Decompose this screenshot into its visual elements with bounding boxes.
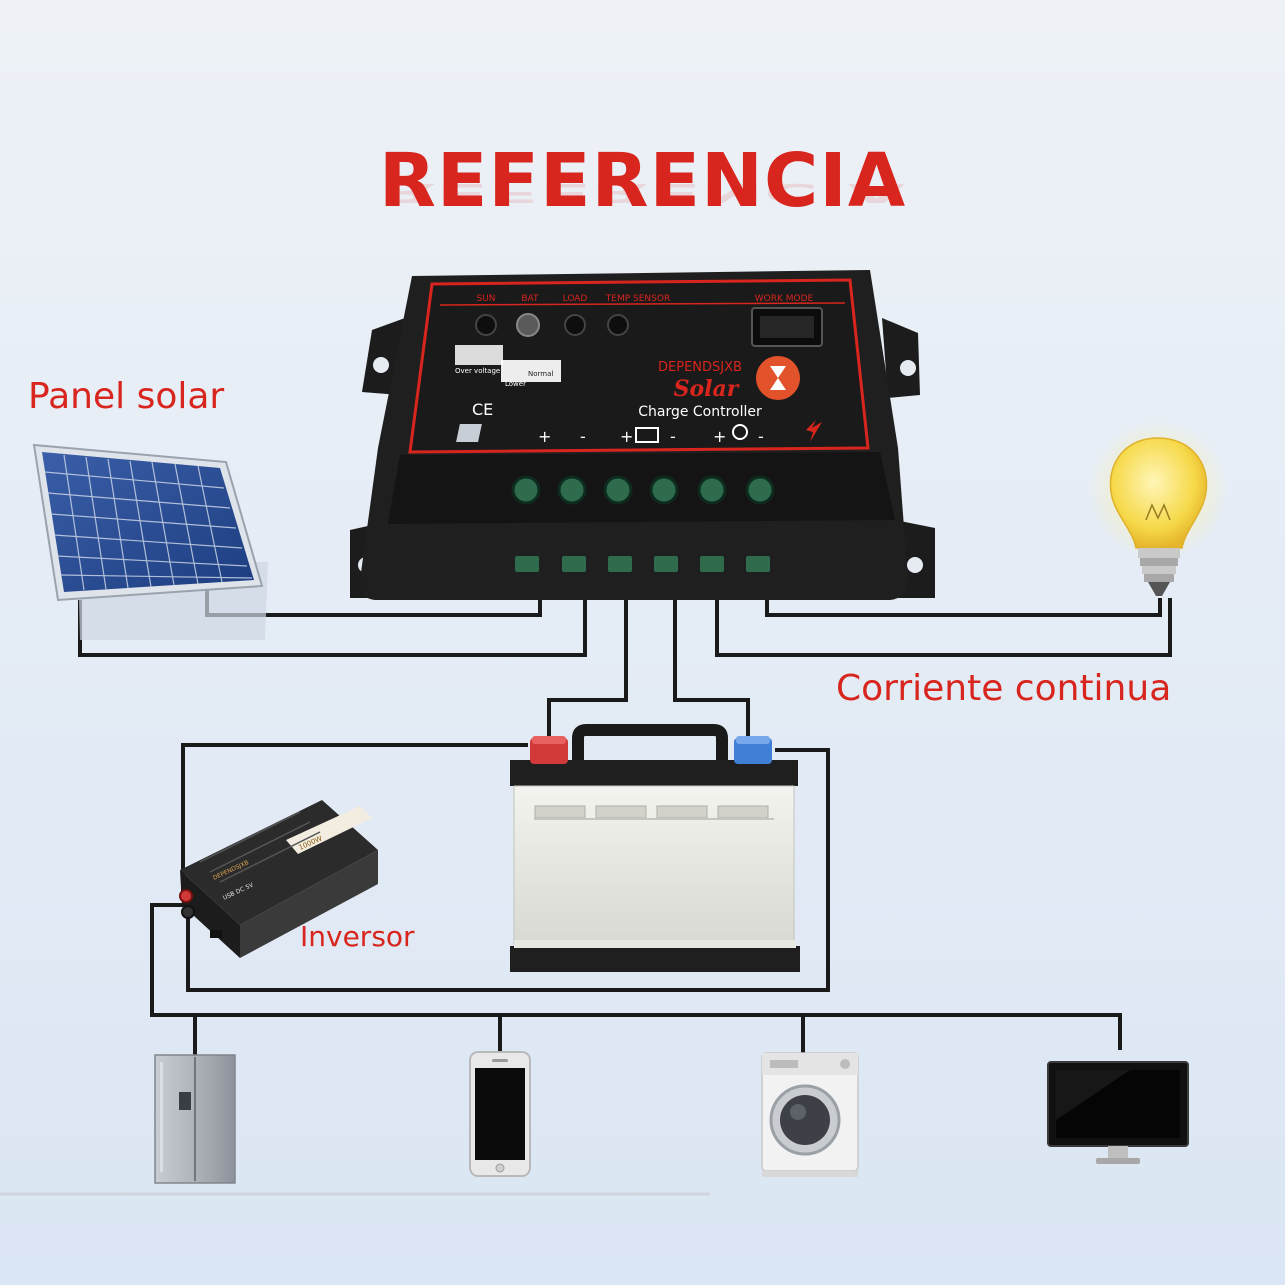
refrigerator-icon <box>154 1054 236 1184</box>
controller-name: Solar <box>674 376 740 402</box>
ce-mark: CE <box>472 400 493 419</box>
indicator-load-label: LOAD <box>563 294 588 304</box>
solar-panel-icon <box>32 443 268 640</box>
inverter-label: Inversor <box>300 920 415 953</box>
terminal-slots <box>515 556 770 572</box>
temp-sensor-led <box>607 314 629 336</box>
inverter-positive-terminal <box>179 889 193 903</box>
battery-negative-terminal <box>734 738 772 764</box>
lightning-icon <box>806 420 822 442</box>
wire-battery-positive <box>547 592 628 738</box>
battery-cell-caps <box>534 805 769 819</box>
svg-text:+: + <box>620 427 633 446</box>
battery-icon <box>510 724 800 972</box>
indicator-sun-label: SUN <box>476 294 495 304</box>
indicator-temp-label: TEMP SENSOR <box>605 294 670 304</box>
lower-text: Lower <box>505 380 526 388</box>
solar-panel-label: Panel solar <box>28 376 225 417</box>
title: REFERENCIA <box>378 138 907 224</box>
wire-load-positive <box>765 592 1162 617</box>
controller-subtitle: Charge Controller <box>638 404 762 420</box>
terminal-screws <box>511 475 775 505</box>
terminal-symbols: + - + - + - <box>456 424 764 446</box>
svg-text:+: + <box>538 427 551 446</box>
svg-text:-: - <box>580 427 586 446</box>
indicator-bat-label: BAT <box>521 294 539 304</box>
wire-load-negative <box>715 592 1172 657</box>
wire-inverter-positive <box>181 743 528 893</box>
svg-text:-: - <box>758 427 764 446</box>
monitor-icon <box>1047 1061 1189 1164</box>
battery-positive-terminal <box>530 738 568 764</box>
load-led <box>564 314 586 336</box>
smartphone-icon <box>469 1051 531 1177</box>
dc-current-label: Corriente continua <box>836 668 1172 709</box>
controller-brand: DEPENDSJXB <box>658 360 742 375</box>
svg-text:-: - <box>670 427 676 446</box>
wires <box>78 590 1172 1055</box>
light-bulb-icon <box>1088 420 1228 596</box>
inverter-icon: 1000W DEPENDSJXB USB DC 5V <box>179 800 378 958</box>
svg-text:+: + <box>713 427 726 446</box>
wire-ac-bus <box>150 903 1122 1050</box>
bat-led <box>516 313 540 337</box>
normal-text: Normal <box>528 370 553 378</box>
over-voltage-text: Over voltage <box>455 367 500 375</box>
charge-controller: SUN BAT LOAD TEMP SENSOR WORK MODE Over … <box>350 270 935 600</box>
washing-machine-icon <box>761 1052 859 1177</box>
sun-led <box>475 314 497 336</box>
wire-battery-negative <box>673 592 750 738</box>
power-logo-icon <box>756 356 800 400</box>
work-mode-label: WORK MODE <box>755 294 814 304</box>
wire-inverter-negative <box>186 748 830 992</box>
inverter-negative-terminal <box>181 905 195 919</box>
